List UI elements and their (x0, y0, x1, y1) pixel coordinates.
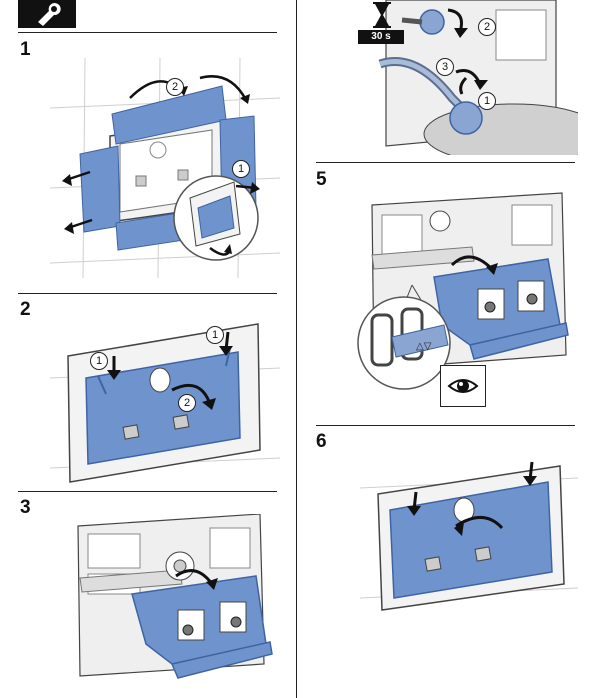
callout-1: 1 (478, 92, 496, 110)
step-4-illustration: 2 3 1 (316, 0, 578, 155)
step-number-1: 1 (20, 40, 31, 59)
rule-step-2 (18, 293, 277, 294)
svg-text:△▽: △▽ (416, 341, 432, 352)
callout-1-left: 1 (90, 352, 108, 370)
callout-3: 3 (436, 58, 454, 76)
rule-step-5 (316, 162, 575, 163)
step-number-6: 6 (316, 432, 327, 451)
step-6-illustration (360, 448, 578, 616)
step-3-illustration (60, 514, 280, 692)
step-1-illustration: 2 1 (50, 58, 280, 286)
wrench-icon (18, 0, 76, 28)
step-number-2: 2 (20, 300, 31, 319)
callout-1-right: 1 (206, 326, 224, 344)
hourglass-icon (362, 0, 402, 30)
timer-label: 30 s (358, 30, 404, 44)
callout-1: 1 (232, 160, 250, 178)
callout-2: 2 (478, 18, 496, 36)
callout-2: 2 (166, 78, 184, 96)
eye-icon (440, 365, 486, 407)
step-5-illustration: △▽ (352, 185, 578, 413)
step-number-3: 3 (20, 498, 31, 517)
step-2-illustration: 1 1 2 (50, 318, 280, 488)
callout-2: 2 (178, 394, 196, 412)
rule-step-6 (316, 425, 575, 426)
step-number-5: 5 (316, 170, 327, 189)
column-divider (296, 0, 297, 698)
rule-step-3 (18, 491, 277, 492)
rule-step-1 (18, 32, 277, 33)
